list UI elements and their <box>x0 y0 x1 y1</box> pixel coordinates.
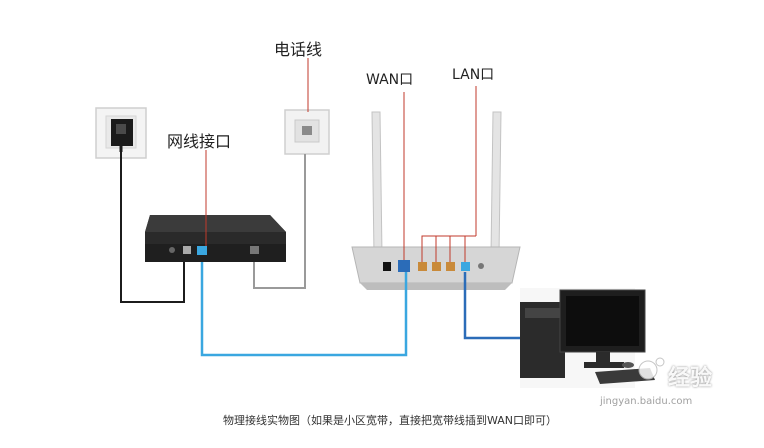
figure-caption: 物理接线实物图（如果是小区宽带，直接把宽带线插到WAN口即可） <box>222 414 558 427</box>
power-outlet <box>95 107 147 159</box>
lan-port-label: LAN口 <box>452 67 495 83</box>
phone-line-label: 电话线 <box>274 40 323 59</box>
baidu-watermark-logo <box>638 357 665 380</box>
phone-cable <box>253 154 306 289</box>
phone-jack <box>284 109 330 155</box>
desktop-computer <box>520 288 655 388</box>
network-port-label: 网线接口 <box>167 132 232 151</box>
watermark-url: jingyan.baidu.com <box>600 396 693 407</box>
lan-to-pc-cable <box>463 272 520 340</box>
modem-to-wan-cable <box>200 262 408 357</box>
lan-bracket <box>421 235 476 262</box>
watermark-text: 经验 <box>668 366 713 391</box>
router <box>351 111 521 290</box>
wan-port-label: WAN口 <box>366 72 414 88</box>
modem <box>145 215 286 262</box>
power-cable <box>120 152 185 303</box>
